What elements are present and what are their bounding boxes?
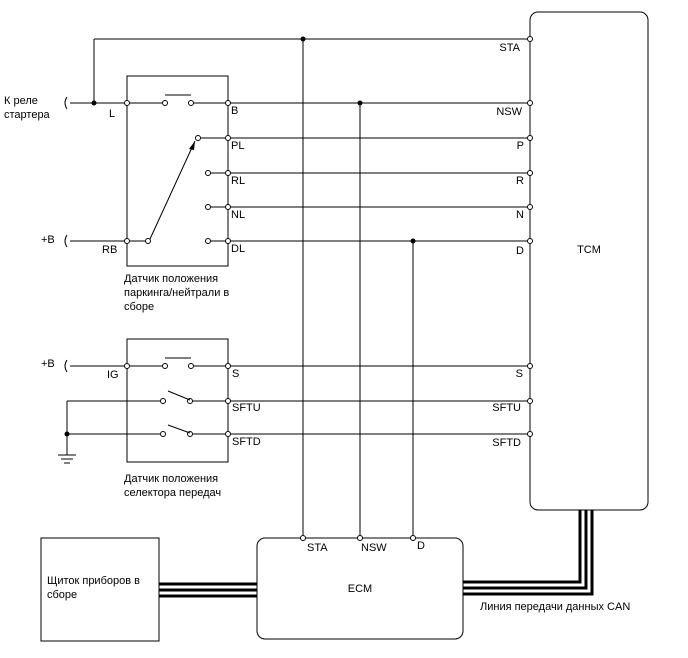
park-neutral-switch [130, 94, 225, 244]
pn-sensor-label-2: паркинга/нейтрали в [124, 287, 229, 299]
can-label: Линия передачи данных CAN [480, 601, 630, 613]
tcm-pin-r: R [516, 175, 524, 187]
park-neutral-sensor-box [126, 75, 229, 267]
starter-relay-label-2: стартера [4, 109, 51, 121]
pin-ig: IG [107, 369, 119, 381]
tcm-pin-p: P [517, 140, 524, 152]
pn-sensor-label-1: Датчик положения [124, 273, 218, 285]
sel-sensor-label-1: Датчик положения [124, 473, 218, 485]
splice-dots [64, 36, 416, 437]
tcm-pin-s: S [516, 368, 523, 380]
ecm-pin-nsw: NSW [361, 542, 387, 554]
pin-pl: PL [231, 140, 244, 152]
sel-sensor-label-2: селектора передач [124, 487, 221, 499]
plus-b-label-1: +B [41, 234, 55, 246]
shift-selector-switches [130, 357, 225, 437]
tcm-pin-nsw: NSW [496, 106, 522, 118]
starter-relay-label-1: К реле [4, 95, 38, 107]
tcm-pin-sftd: SFTD [492, 437, 521, 449]
wire-break-marks [64, 96, 68, 373]
tcm-label: TCM [577, 244, 601, 256]
pn-sensor-label-3: сборе [124, 301, 154, 313]
tcm-box [529, 11, 649, 511]
can-bus-lines [159, 510, 594, 598]
tcm-pin-sftu: SFTU [492, 402, 521, 414]
instrument-cluster-box [40, 537, 160, 642]
pin-rb: RB [102, 244, 117, 256]
pin-nl: NL [231, 209, 245, 221]
ecm-pin-sta: STA [307, 542, 328, 554]
tcm-pin-n: N [516, 209, 524, 221]
pin-dl: DL [231, 243, 245, 255]
connector-pins [124, 36, 533, 541]
pin-l: L [109, 108, 115, 120]
pin-s: S [232, 368, 239, 380]
plus-b-label-2: +B [41, 358, 55, 370]
ground-symbol [58, 454, 76, 464]
tcm-pin-sta: STA [499, 42, 520, 54]
pin-rl: RL [231, 175, 245, 187]
cluster-label-2: сборе [47, 589, 77, 601]
wires [66, 38, 527, 535]
ecm-pin-d: D [417, 540, 425, 552]
pin-sftd: SFTD [232, 436, 261, 448]
tcm-pin-d: D [516, 245, 524, 257]
pin-sftu: SFTU [232, 402, 261, 414]
ecm-label: ECM [348, 583, 372, 595]
pin-b: B [231, 105, 238, 117]
cluster-label-1: Щиток приборов в [47, 575, 140, 587]
